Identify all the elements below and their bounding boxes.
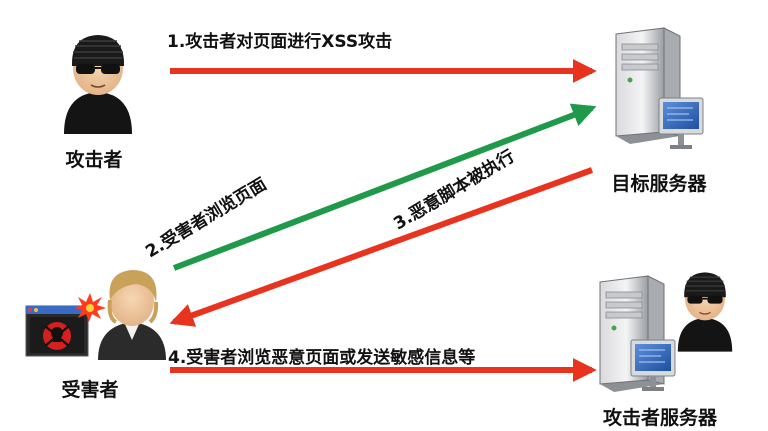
step-2-arrow [172, 103, 597, 271]
alert-burst-icon [74, 293, 106, 322]
hacker-icon [63, 34, 133, 135]
monitor-icon [658, 97, 704, 150]
attacker-node: 攻击者 [63, 34, 133, 171]
step-2-label: 2.受害者浏览页面 [142, 174, 271, 263]
arrows [169, 59, 597, 382]
target-server-node: 目标服务器 [611, 27, 707, 195]
step-3-arrow [169, 167, 594, 327]
attacker-server-label: 攻击者服务器 [603, 406, 718, 429]
browser-window-icon [25, 305, 89, 357]
victim-node: 受害者 [25, 270, 166, 401]
step-1-label: 1.攻击者对页面进行XSS攻击 [167, 31, 392, 52]
step-4-label: 4.受害者浏览恶意页面或发送敏感信息等 [168, 347, 475, 368]
attacker-label: 攻击者 [65, 148, 122, 171]
attacker-server-node: 攻击者服务器 [599, 271, 734, 429]
user-icon [98, 270, 166, 360]
hacker-icon [676, 271, 734, 353]
target-server-label: 目标服务器 [611, 172, 707, 195]
victim-label: 受害者 [61, 378, 118, 401]
